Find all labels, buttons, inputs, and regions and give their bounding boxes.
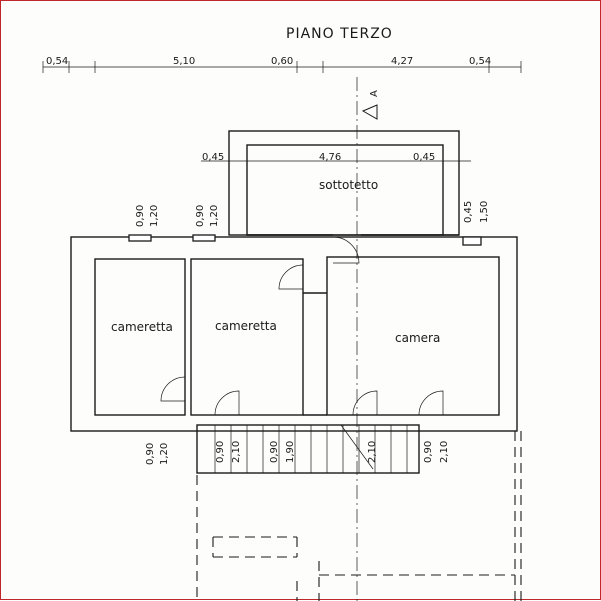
svg-text:1,50: 1,50 xyxy=(479,201,490,223)
dim-top-5: 0,54 xyxy=(469,56,491,67)
svg-text:0,90: 0,90 xyxy=(195,205,206,227)
svg-text:0,90: 0,90 xyxy=(135,205,146,227)
svg-text:2,10: 2,10 xyxy=(231,441,242,463)
door-dimensions: 0,90 1,20 0,90 2,10 0,90 1,90 2,10 0,90 … xyxy=(145,441,450,465)
section-marker: A xyxy=(356,77,380,601)
dim-top-1: 0,54 xyxy=(46,56,68,67)
room-label-camera: camera xyxy=(395,331,440,345)
door-swings xyxy=(160,236,444,416)
svg-text:0,90: 0,90 xyxy=(269,441,280,463)
section-label: A xyxy=(369,90,380,97)
room-label-attic: sottotetto xyxy=(319,178,378,192)
svg-text:1,20: 1,20 xyxy=(149,205,160,227)
svg-text:1,90: 1,90 xyxy=(285,441,296,463)
lower-floor-outline xyxy=(196,431,522,601)
dim-attic-1: 0,45 xyxy=(202,152,224,163)
svg-text:0,90: 0,90 xyxy=(215,441,226,463)
dim-top-3: 0,60 xyxy=(271,56,293,67)
svg-text:0,90: 0,90 xyxy=(423,441,434,463)
svg-text:1,20: 1,20 xyxy=(159,443,170,465)
window-mid-top: 0,90 1,20 xyxy=(192,205,220,242)
window-left-top: 0,90 1,20 xyxy=(128,205,160,242)
plan-title: PIANO TERZO xyxy=(286,26,393,42)
svg-text:2,10: 2,10 xyxy=(367,441,378,463)
main-walls xyxy=(70,234,518,432)
svg-text:0,45: 0,45 xyxy=(463,201,474,223)
room-label-cameretta-left: cameretta xyxy=(111,320,173,334)
dim-top-2: 5,10 xyxy=(173,56,195,67)
dim-attic-3: 0,45 xyxy=(413,152,435,163)
dim-attic-2: 4,76 xyxy=(319,152,341,163)
window-right-top: 0,45 1,50 xyxy=(462,201,490,246)
svg-text:1,20: 1,20 xyxy=(209,205,220,227)
room-label-cameretta-mid: cameretta xyxy=(215,319,277,333)
top-dimension-line: 0,54 5,10 0,60 4,27 0,54 xyxy=(42,56,522,73)
stair-block xyxy=(196,424,420,474)
svg-text:0,90: 0,90 xyxy=(145,443,156,465)
dim-top-4: 4,27 xyxy=(391,56,413,67)
svg-text:2,10: 2,10 xyxy=(439,441,450,463)
attic-room: 0,45 4,76 0,45 sottotetto xyxy=(201,130,471,236)
